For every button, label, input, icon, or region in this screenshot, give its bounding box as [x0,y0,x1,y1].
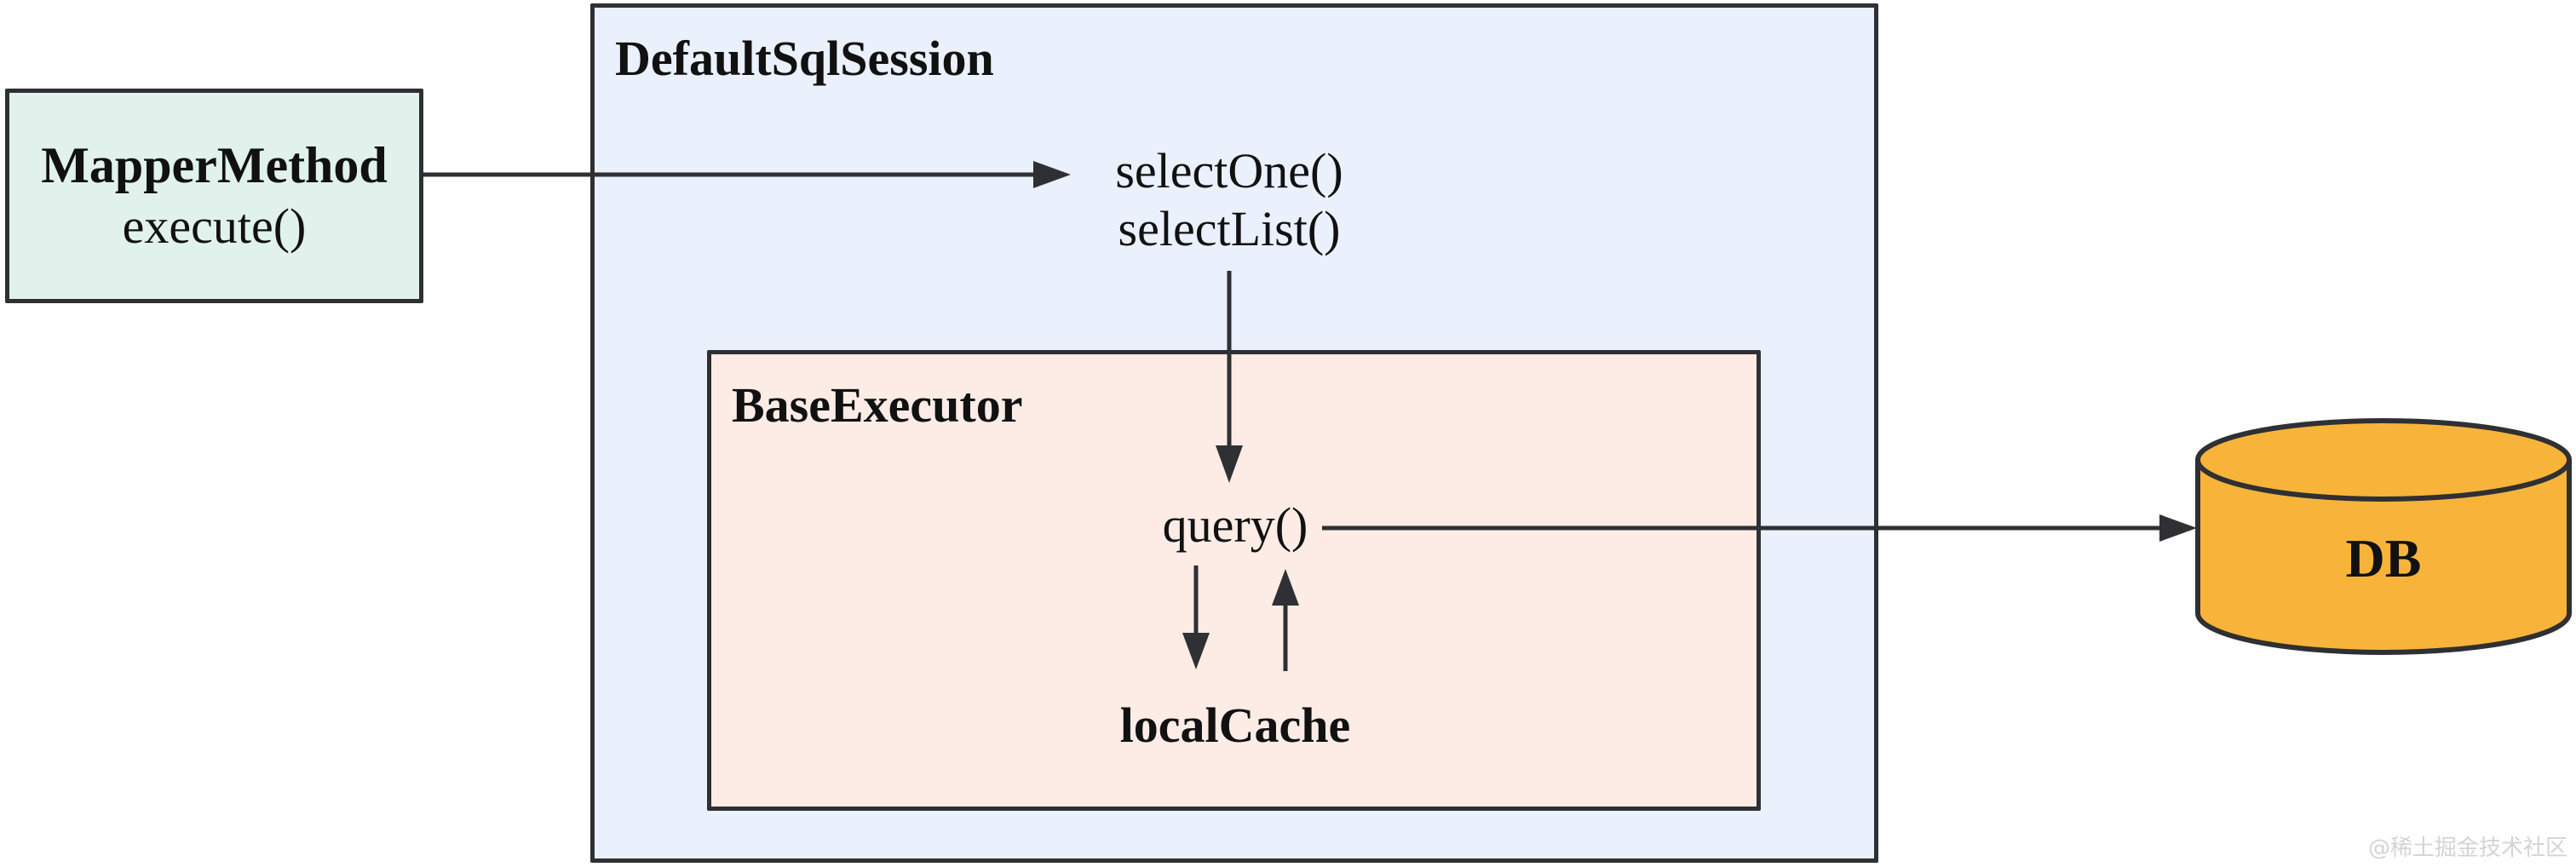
session-method-labels: selectOne() selectList() [1115,142,1343,258]
arrow-right-icon [1033,161,1071,188]
watermark: @稀土掘金技术社区 [2367,835,2567,861]
query-label: query() [1162,497,1308,553]
arrow-down-icon [1182,633,1210,669]
arrow-down-icon [1216,445,1243,483]
select-list-label: selectList() [1118,201,1341,256]
local-cache-label: localCache [1119,698,1351,753]
arrow-query-to-db [1322,514,2197,542]
mapper-title: MapperMethod [41,137,388,193]
db-label: DB [2345,528,2422,589]
mapper-method-box: MapperMethod execute() [5,89,423,303]
arrow-up-icon [1272,569,1299,606]
arrow-right-icon [2159,514,2197,542]
arrow-mapper-to-session [423,161,1071,188]
session-title: DefaultSqlSession [615,31,994,86]
arrow-select-to-query [1216,271,1243,483]
arrow-cache-to-query [1272,569,1299,671]
mapper-execute-label: execute() [122,198,307,254]
arrow-query-to-cache [1182,566,1210,669]
db-cylinder-icon [2195,418,2572,655]
base-executor-box: BaseExecutor [707,350,1761,811]
executor-title: BaseExecutor [732,377,1023,433]
select-one-label: selectOne() [1115,143,1343,198]
